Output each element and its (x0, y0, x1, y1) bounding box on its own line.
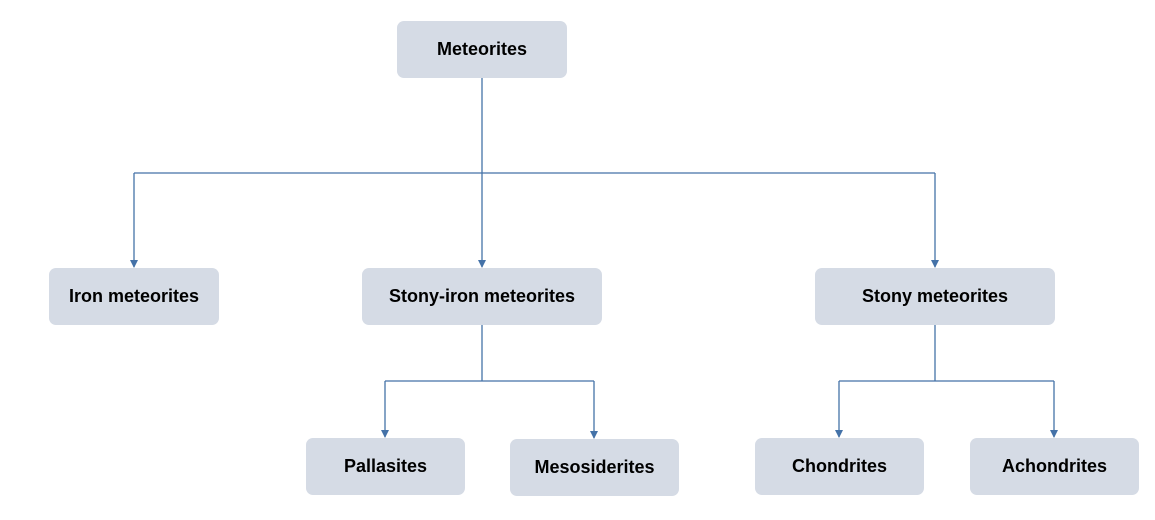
node-stony-iron-meteorites: Stony-iron meteorites (362, 268, 602, 325)
node-chondrites: Chondrites (755, 438, 924, 495)
node-pallasites: Pallasites (306, 438, 465, 495)
node-iron-meteorites: Iron meteorites (49, 268, 219, 325)
node-label: Stony-iron meteorites (388, 286, 576, 306)
node-label: Chondrites (791, 456, 887, 476)
node-mesosiderites: Mesosiderites (510, 439, 679, 496)
node-meteorites: Meteorites (397, 21, 567, 78)
node-label: Meteorites (436, 39, 528, 59)
node-stony-meteorites: Stony meteorites (815, 268, 1055, 325)
node-label: Achondrites (1001, 456, 1107, 476)
node-label: Iron meteorites (68, 286, 200, 306)
node-label: Mesosiderites (534, 457, 655, 477)
node-label: Pallasites (343, 456, 428, 476)
node-label: Stony meteorites (861, 286, 1009, 306)
node-achondrites: Achondrites (970, 438, 1139, 495)
